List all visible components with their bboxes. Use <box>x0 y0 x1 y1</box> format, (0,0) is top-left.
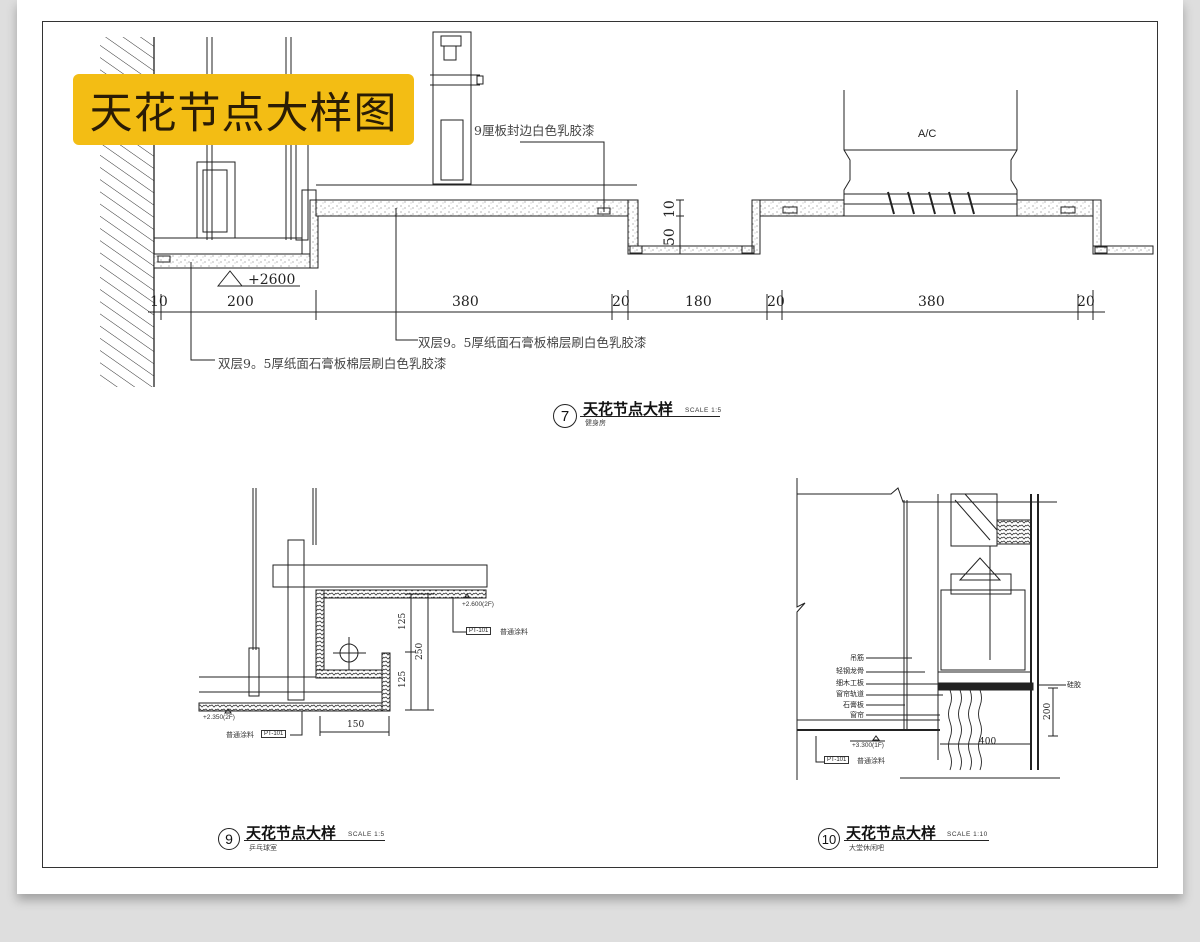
level-upper: +2.600(2F) <box>462 601 494 608</box>
drawing-frame <box>42 21 1158 868</box>
detail-9-drawing <box>198 488 488 736</box>
finish-name: 普通涂料 <box>500 628 528 636</box>
component-label: 窗帘轨道 <box>836 690 864 698</box>
component-label: 轻钢龙骨 <box>836 667 864 675</box>
level-marker-2600: +2600 <box>248 272 296 288</box>
dim-label-vertical: 10 <box>662 200 678 218</box>
component-label: 石膏板 <box>843 701 864 709</box>
sealant-label: 硅胶 <box>1067 681 1081 689</box>
detail-scale: SCALE 1:10 <box>947 831 988 838</box>
detail-number-badge: 10 <box>818 828 840 850</box>
dim-label: 400 <box>979 737 997 747</box>
lower-board-note: 双层9。5厚纸面石膏板棉层刷白色乳胶漆 <box>218 356 447 371</box>
level-lower: +2.350(2F) <box>203 714 235 721</box>
drawing-sheet <box>17 0 1183 894</box>
detail-room: 乒乓球室 <box>249 844 277 852</box>
dim-label-vertical: 125 <box>398 612 408 630</box>
detail-number-badge: 7 <box>553 404 577 428</box>
detail-10-drawing <box>796 478 1066 780</box>
finish-code-tag: PT-101 <box>466 627 492 635</box>
dim-label: 380 <box>452 294 479 310</box>
detail-title: 天花节点大样 <box>246 824 337 842</box>
dim-label: 180 <box>685 294 712 310</box>
dim-label-vertical: 125 <box>398 670 408 688</box>
upper-board-note: 双层9。5厚纸面石膏板棉层刷白色乳胶漆 <box>418 335 647 350</box>
dim-label: 200 <box>227 294 254 310</box>
edge-finish-note: 9厘板封边白色乳胶漆 <box>474 123 595 138</box>
component-label: 细木工板 <box>836 679 864 687</box>
detail-number-badge: 9 <box>218 828 240 850</box>
component-label: 吊筋 <box>850 654 864 662</box>
finish-name: 普通涂料 <box>226 731 254 739</box>
finish-code-tag: PT-101 <box>261 730 287 738</box>
dim-label: 20 <box>612 294 630 310</box>
level-marker: +3.300(1F) <box>852 742 884 749</box>
dim-label: 20 <box>1077 294 1095 310</box>
title-underline <box>844 840 989 841</box>
title-underline <box>244 840 385 841</box>
detail-scale: SCALE 1:5 <box>348 831 385 838</box>
dim-label-vertical: 250 <box>415 642 425 660</box>
finish-code-tag: PT-101 <box>824 756 850 764</box>
dim-label: 150 <box>347 720 365 730</box>
dim-label-vertical: 200 <box>1043 702 1053 720</box>
detail-room: 大堂休闲吧 <box>849 844 884 852</box>
dim-label: 380 <box>918 294 945 310</box>
detail-room: 健身房 <box>585 419 606 427</box>
title-underline <box>580 416 720 417</box>
dim-label: 10 <box>150 294 168 310</box>
ac-label: A/C <box>918 128 937 140</box>
finish-name: 普通涂料 <box>857 757 885 765</box>
detail-title: 天花节点大样 <box>583 400 674 418</box>
dim-label: 20 <box>767 294 785 310</box>
component-label: 窗帘 <box>850 711 864 719</box>
detail-title: 天花节点大样 <box>846 824 937 842</box>
title-banner: 天花节点大样图 <box>73 74 414 145</box>
detail-scale: SCALE 1:5 <box>685 407 722 414</box>
dim-label-vertical: 50 <box>662 228 678 246</box>
